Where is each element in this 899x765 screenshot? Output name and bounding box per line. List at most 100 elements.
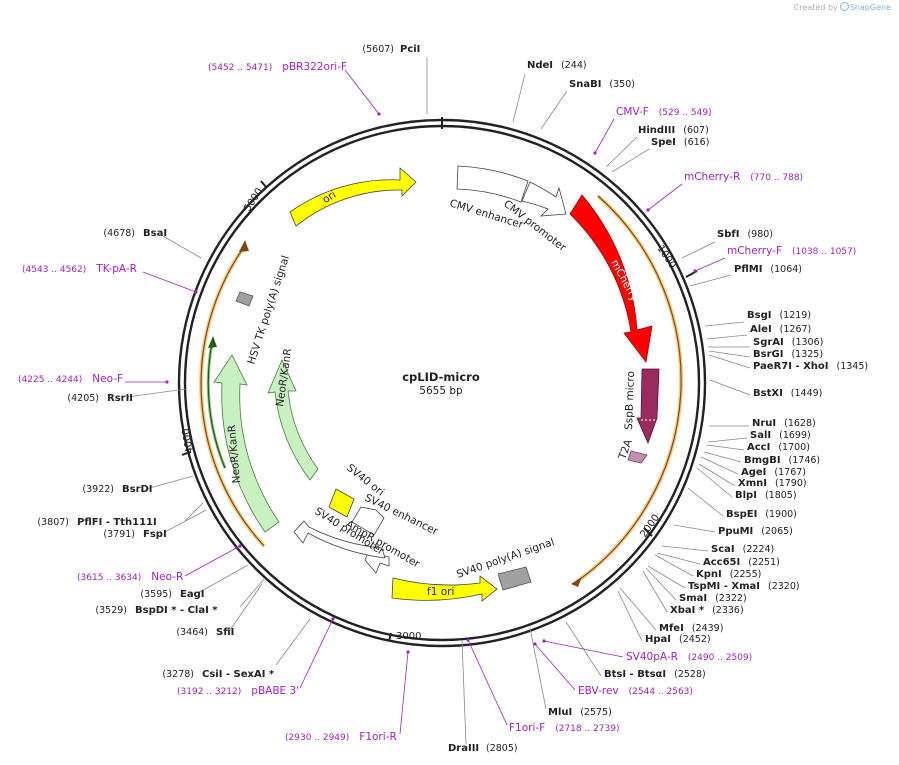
primer-mark-f1ori-r [406,650,410,654]
site-pos-sali: (1699) [779,430,811,441]
feature-cmv-enhancer-arrow[interactable] [456,165,529,203]
feature-sv40-polya-box[interactable] [497,566,532,591]
primer-label-pbabe-3: pBABE 3' [251,685,299,697]
site-line-xmni [698,463,736,487]
site-pos-snabi: (350) [609,79,635,90]
site-label-mlui: MluI [548,707,572,718]
site-pos-bmgbi: (1746) [789,455,821,466]
primer-mark-tk-pa-r [194,290,198,294]
site-pos-btsi-bts-i: (2528) [674,669,706,680]
site-line-alei [706,334,748,340]
primer-label-cmv-f: CMV-F [616,106,649,118]
site-label-nrui: NruI [752,418,776,429]
primer-line-ebv-rev [534,643,576,691]
site-label-xbai: XbaI * [670,605,705,616]
features [213,165,660,602]
site-label-acc65i: Acc65I [703,557,740,568]
site-pos-hpai: (2452) [679,634,711,645]
snapgene-logo-icon [839,2,849,11]
feature-sv40-ori-box[interactable] [328,488,355,518]
site-pos-pflmi: (1064) [770,264,802,275]
tick-label-1000: 1000 [655,244,678,271]
primer-range-tk-pa-r: (4543 .. 4562) [22,265,86,275]
feature-neor-kanr-inner-arrow[interactable] [267,359,319,481]
feature-cmv-promoter-arrow[interactable] [521,181,567,217]
site-pos-xmni: (1790) [775,478,807,489]
site-pos-csii-sexai: (3278) [162,669,194,680]
feature-sv40-promoter-arrow[interactable] [293,520,386,559]
orf-left-arrowhead [239,240,249,252]
site-pos-acc65i: (2251) [748,557,780,568]
site-label-alei: AleI [750,324,772,335]
site-pos-acci: (1700) [778,442,810,453]
primer-range-f1ori-f: (2718 .. 2739) [555,724,619,734]
site-line-bmgbi [703,451,742,463]
site-line-eagi [199,564,249,593]
site-label-bsrdi: BsrDI [122,484,153,495]
primer-range-sv40pa-r: (2490 .. 2509) [688,653,752,663]
primer-range-pbabe-3: (3192 .. 3212) [177,687,241,697]
site-line-snabi [540,90,568,130]
primer-mark-sv40pa-r [542,639,546,643]
credit-brand: SnapGene [849,3,891,12]
primer-line-pbr322ori-f [344,69,380,115]
site-pos-rsrii: (4205) [67,393,99,404]
orf-arcs [199,194,684,587]
site-pos-blpi: (1805) [765,490,797,501]
plasmid-name: cpLID-micro [402,370,480,384]
plasmid-size: 5655 bp [419,385,463,397]
site-label-agei: AgeI [741,467,766,478]
site-pos-pflfi-tth111i: (3807) [37,517,69,528]
feature-t2a-arrow[interactable] [627,450,648,464]
primer-range-neo-r: (3615 .. 3634) [77,573,141,583]
orf-right-arrowhead [571,577,582,587]
primer-label-pbr322ori-f: pBR322ori-F [282,61,347,73]
site-label-acci: AccI [747,442,770,453]
feature-sv40-enhancer-arrow[interactable] [351,506,385,536]
site-pos-bspdi-clai: (3529) [95,605,127,616]
site-pos-mlui: (2575) [580,707,612,718]
site-label-paer7i-xhoi: PaeR7I - XhoI [753,361,829,372]
site-line-acci [706,444,745,451]
primer-mark-pbabe-3 [331,617,335,621]
feature-f1-ori-arrow[interactable] [391,575,498,602]
feature-ori-arrow[interactable] [289,167,417,227]
site-pos-bspei: (1900) [765,509,797,520]
site-label-rsrii: RsrII [107,393,133,404]
site-pos-sfii: (3464) [176,627,208,638]
site-pos-fspi: (3791) [103,529,135,540]
site-line-sali [707,437,748,443]
site-line-bstxi [709,379,751,396]
primer-label-neo-r: Neo-R [151,571,183,583]
site-line-draiii [461,639,467,745]
site-line-pflmi [689,274,732,287]
site-line-bspei [687,487,724,517]
primer-line-f1ori-r [399,651,409,735]
site-pos-sbfi: (980) [747,229,773,240]
site-pos-hindiii: (607) [683,125,709,136]
site-line-rsrii [126,388,187,398]
site-line-ndei [512,73,526,123]
site-pos-eagi: (3595) [140,589,172,600]
annotation-labels: (5607)PciINdeI(244)SnaBI(350)HindIII(607… [18,44,868,754]
feature-hsv-tk-polya-box[interactable] [235,291,254,307]
site-label-xmni: XmnI [738,478,767,489]
feature-mcherry-arrow[interactable] [569,194,653,363]
primer-label-f1ori-f: F1ori-F [509,722,545,734]
site-label-sgrai: SgrAI [753,337,784,348]
feature-label-sv40-ori: SV40 ori [344,462,386,499]
site-pos-bsrdi: (3922) [82,484,114,495]
feature-sspb-micro-arrow[interactable] [636,368,660,445]
site-label-pcii: PciI [400,44,420,55]
site-pos-scai: (2224) [743,544,775,555]
site-pos-bsgi: (1219) [779,310,811,321]
primer-label-neo-f: Neo-F [92,373,123,385]
site-label-bsrgi: BsrGI [753,349,783,360]
site-label-tspmi-xmai: TspMI - XmaI [688,581,760,592]
feature-neor-kanr-outer-arrow[interactable] [213,354,280,533]
tick-label-4000: 4000 [181,427,196,454]
primer-label-mcherry-f: mCherry-F [727,245,782,257]
site-pos-tspmi-xmai: (2320) [768,581,800,592]
